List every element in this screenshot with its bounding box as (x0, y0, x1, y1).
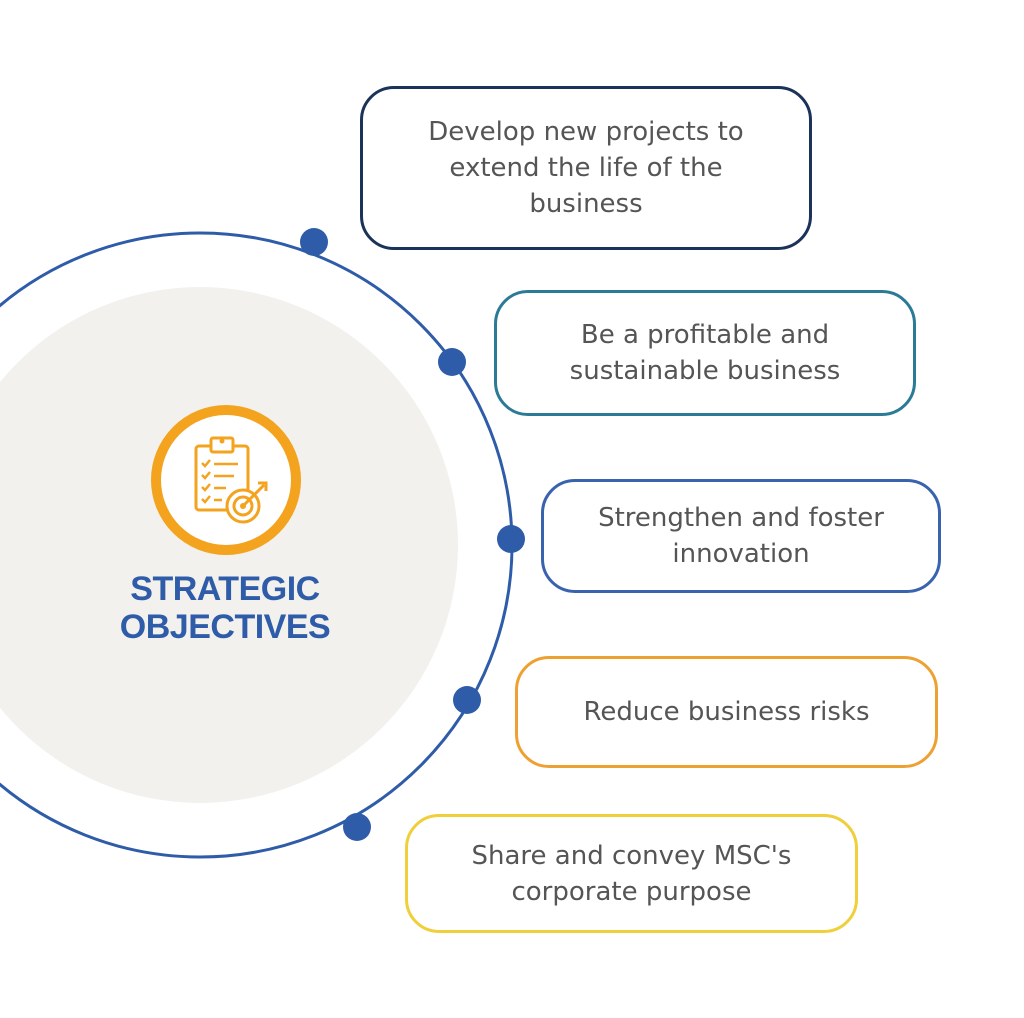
objective-box-2: Be a profitable and sustainable business (494, 290, 916, 416)
objective-box-5: Share and convey MSC's corporate purpose (405, 814, 858, 933)
objective-box-4: Reduce business risks (515, 656, 938, 768)
ring-node-2 (438, 348, 466, 376)
ring-node-5 (343, 813, 371, 841)
objective-box-1: Develop new projects to extend the life … (360, 86, 812, 250)
objective-text-4: Reduce business risks (583, 697, 870, 727)
objective-box-3: Strengthen and foster innovation (541, 479, 941, 593)
ring-node-3 (497, 525, 525, 553)
objective-text-5: Share and convey MSC's corporate purpose (471, 840, 792, 907)
objective-text-1: Develop new projects to extend the life … (428, 117, 744, 219)
objective-text-2: Be a profitable and sustainable business (569, 320, 841, 386)
hub-title: STRATEGIC OBJECTIVES (119, 570, 331, 646)
objective-text-3: Strengthen and foster innovation (598, 503, 884, 569)
ring-node-4 (453, 686, 481, 714)
ring-node-1 (300, 228, 328, 256)
clipboard-target-icon (151, 405, 301, 555)
